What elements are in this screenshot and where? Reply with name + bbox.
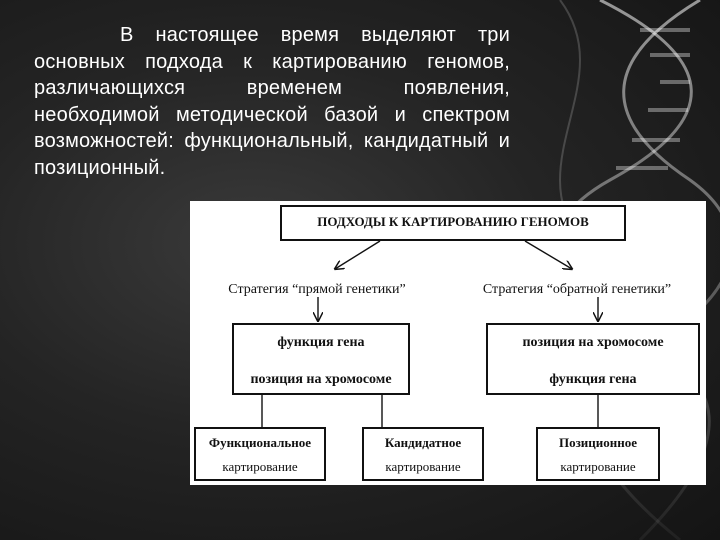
left-box-top-text: функция гена — [277, 335, 365, 350]
strategy-reverse-label: Стратегия “обратной генетики” — [482, 282, 672, 297]
functional-mapping-line1: Функциональное — [208, 435, 312, 450]
candidate-mapping-box — [362, 427, 484, 481]
functional-mapping-line2: картирование — [222, 459, 298, 474]
right-box-bottom-text: функция гена — [549, 372, 637, 387]
diagram-title: ПОДХОДЫ К КАРТИРОВАНИЮ ГЕНОМОВ — [317, 214, 589, 229]
strategy-forward-label: Стратегия “прямой генетики” — [228, 282, 406, 297]
arrow-title-to-forward — [335, 240, 381, 269]
candidate-mapping-line1: Кандидатное — [384, 435, 462, 450]
positional-mapping-box — [536, 427, 660, 481]
genome-mapping-diagram: ПОДХОДЫ К КАРТИРОВАНИЮ ГЕНОМОВ Стратегия… — [190, 201, 706, 485]
right-box — [486, 323, 700, 395]
positional-mapping-line2: картирование — [560, 459, 636, 474]
positional-mapping-line1: Позиционное — [558, 435, 638, 450]
intro-paragraph: В настоящее время выделяют три основных … — [34, 24, 510, 179]
title-box — [280, 205, 626, 241]
left-box-bottom-text: позиция на хромосоме — [250, 372, 392, 387]
diagram-connectors — [261, 240, 706, 427]
left-box — [232, 323, 410, 395]
right-box-top-text: позиция на хромосоме — [522, 335, 664, 350]
candidate-mapping-line2: картирование — [385, 459, 461, 474]
arrow-title-to-reverse — [524, 240, 572, 269]
functional-mapping-box — [194, 427, 326, 481]
